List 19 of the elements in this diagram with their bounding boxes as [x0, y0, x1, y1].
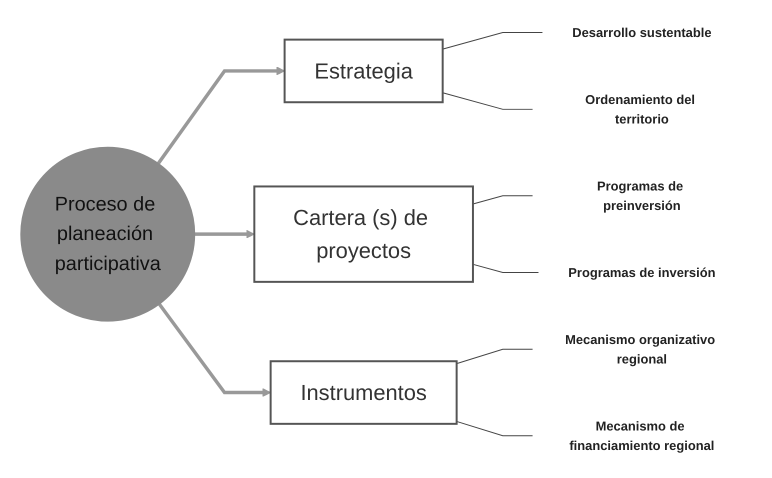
- node-text: Ordenamiento del territorio: [585, 92, 696, 126]
- node-text: Mecanismo organizativo regional: [565, 332, 716, 366]
- node-text: Desarrollo sustentable: [572, 24, 712, 40]
- node-box: Cartera (s) de proyectos: [253, 185, 474, 283]
- node-text: Programas de preinversión: [597, 178, 684, 213]
- connector: [456, 420, 534, 436]
- node-box: Instrumentos: [270, 360, 458, 425]
- connector: [442, 92, 534, 110]
- connector: [442, 32, 543, 50]
- node-text: Mecanismo de financiamiento regional: [569, 418, 714, 453]
- arrow: [156, 66, 285, 164]
- node-box: Estrategia: [284, 38, 444, 104]
- connector: [472, 264, 539, 274]
- connector: [472, 195, 534, 204]
- arrow: [158, 303, 272, 397]
- arrow: [194, 230, 255, 239]
- connector: [456, 348, 534, 364]
- node-circle: Proceso de planeación participativa: [20, 146, 196, 322]
- node-text: Programas de inversión: [568, 264, 716, 280]
